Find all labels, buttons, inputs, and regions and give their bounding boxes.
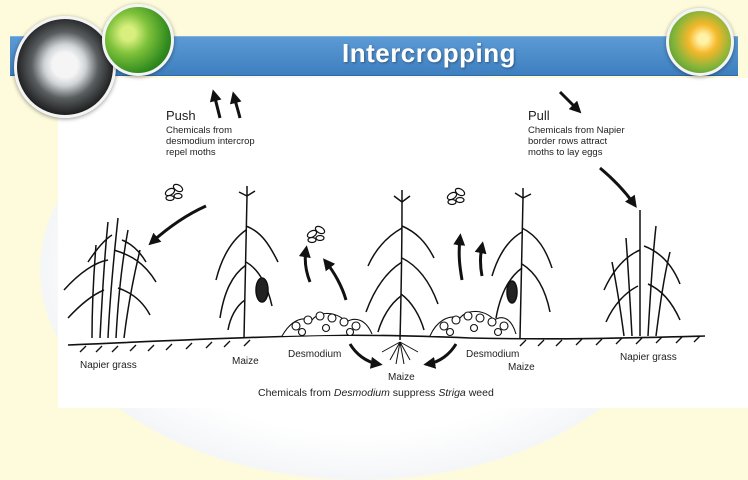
- maize-roots: [382, 342, 418, 364]
- pull-arrow-top-icon: [560, 92, 578, 110]
- push-heading: Push: [166, 108, 196, 123]
- caption-part-4: Striga: [438, 387, 465, 399]
- caption-part-3: suppress: [390, 387, 438, 399]
- root-arrow-right-icon: [428, 344, 456, 364]
- moth-icon-right: [446, 187, 466, 205]
- napier-grass-right-icon: [604, 210, 680, 336]
- label-maize-left: Maize: [232, 356, 259, 367]
- push-line-2: desmodium intercrop: [166, 136, 255, 147]
- push-arrow-1-icon: [214, 94, 220, 118]
- caption-part-1: Chemicals from: [258, 387, 334, 399]
- maize-left-icon: [216, 186, 278, 338]
- label-desmodium-right: Desmodium: [466, 349, 519, 360]
- up-arrow-3-icon: [459, 238, 462, 280]
- moth-icon-left: [164, 183, 184, 201]
- pull-line-1: Chemicals from Napier: [528, 125, 625, 136]
- moth-icon-center: [306, 225, 326, 243]
- label-maize-right: Maize: [508, 362, 535, 373]
- pull-heading: Pull: [528, 108, 550, 123]
- push-arrow-2-icon: [234, 96, 240, 118]
- maize-right-icon: [492, 188, 552, 338]
- label-napier-left: Napier grass: [80, 360, 137, 371]
- pull-line-3: moths to lay eggs: [528, 147, 602, 158]
- desmodium-left-icon: [282, 312, 372, 336]
- up-arrow-1-icon: [305, 250, 310, 282]
- ground-line: [68, 335, 705, 345]
- caption-part-5: weed: [466, 387, 494, 399]
- desmodium-right-icon: [430, 311, 516, 336]
- label-napier-right: Napier grass: [620, 352, 677, 363]
- up-arrow-2-icon: [326, 262, 346, 300]
- push-line-1: Chemicals from: [166, 125, 232, 136]
- label-maize-center: Maize: [388, 372, 415, 383]
- maize-center-icon: [366, 190, 438, 340]
- pull-line-2: border rows attract: [528, 136, 607, 147]
- label-desmodium-left: Desmodium: [288, 349, 341, 360]
- caption-part-2: Desmodium: [334, 387, 390, 399]
- napier-grass-left-icon: [64, 218, 156, 338]
- push-line-3: repel moths: [166, 147, 216, 158]
- up-arrow-4-icon: [481, 246, 483, 276]
- slide: Intercropping: [0, 0, 748, 413]
- pull-arrow-right-icon: [600, 168, 634, 204]
- root-arrow-left-icon: [350, 344, 378, 364]
- repel-arrow-left-icon: [152, 206, 206, 242]
- diagram-caption: Chemicals from Desmodium suppress Striga…: [258, 387, 494, 399]
